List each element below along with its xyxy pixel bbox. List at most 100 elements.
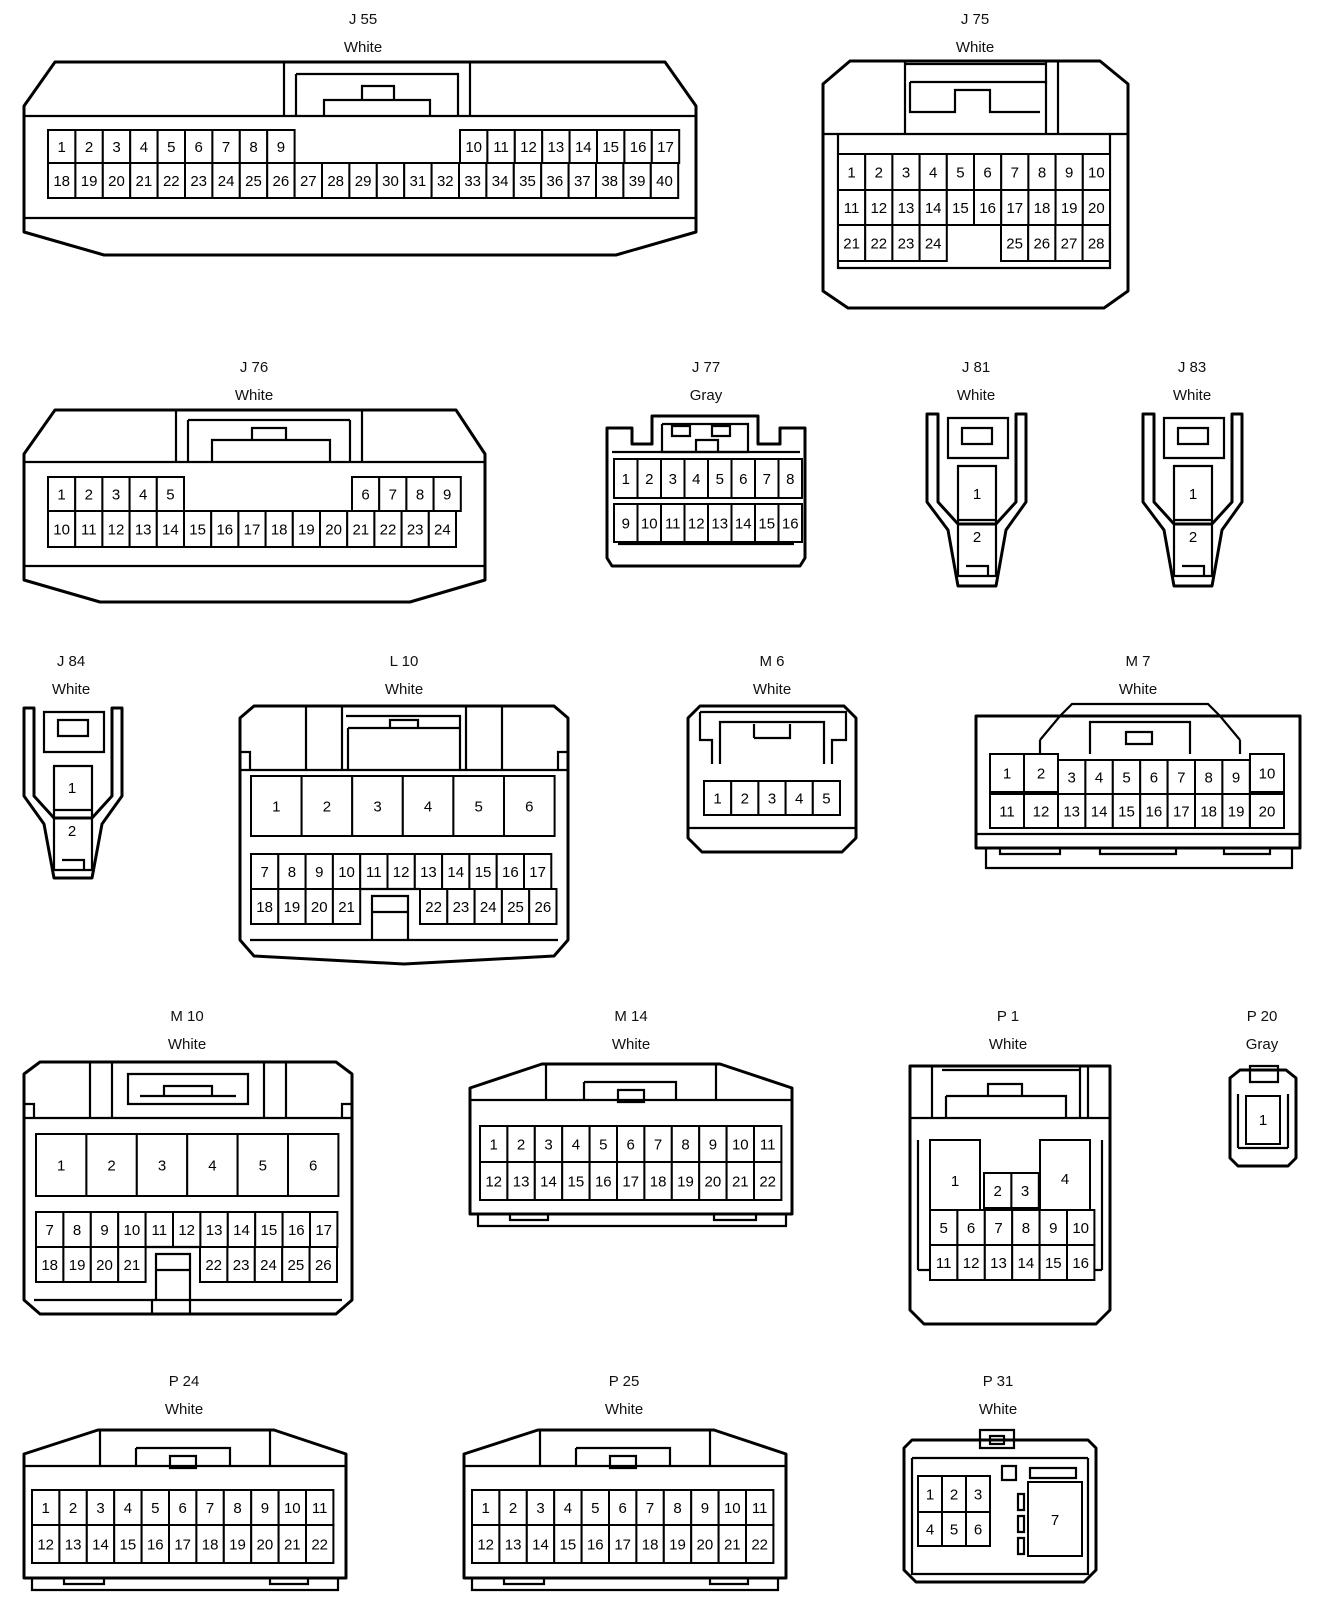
pin-cell bbox=[74, 510, 104, 548]
pin-number: 5 bbox=[166, 487, 174, 504]
pin-cell bbox=[777, 458, 803, 499]
pin-cell bbox=[403, 162, 433, 199]
connector-color: White bbox=[1173, 387, 1211, 404]
svg-text:1: 1 bbox=[68, 780, 76, 797]
pin-number: 23 bbox=[190, 173, 207, 190]
pin-cell bbox=[917, 1511, 943, 1547]
connector-code: J 84 bbox=[57, 653, 85, 670]
pin-cell bbox=[753, 1125, 783, 1163]
pin-cell bbox=[1023, 793, 1059, 829]
pin-number: 8 bbox=[73, 1222, 81, 1239]
pin-cell bbox=[287, 1133, 340, 1197]
pin-number: 6 bbox=[195, 139, 203, 156]
pin-number: 17 bbox=[1173, 804, 1190, 821]
pin-number: 10 bbox=[1088, 165, 1105, 182]
pin-cell bbox=[540, 162, 570, 199]
pin-number: 4 bbox=[795, 791, 803, 808]
pin-number: 11 bbox=[665, 516, 681, 533]
pin-number: 24 bbox=[480, 899, 497, 916]
pin-number: 10 bbox=[465, 139, 482, 156]
pin-cell bbox=[304, 888, 334, 925]
pin-number: 26 bbox=[273, 173, 290, 190]
pin-number: 13 bbox=[711, 516, 728, 533]
pin-cell bbox=[864, 224, 894, 262]
pin-number: 10 bbox=[732, 1137, 749, 1154]
pin-cell bbox=[117, 1246, 147, 1283]
pin-number: 5 bbox=[591, 1500, 599, 1517]
pin-number: 14 bbox=[447, 864, 464, 881]
connector-color: White bbox=[1119, 681, 1157, 698]
pin-number: 16 bbox=[147, 1537, 164, 1554]
pin-number: 18 bbox=[1200, 804, 1217, 821]
pin-number: 11 bbox=[493, 139, 509, 156]
pin-cell bbox=[441, 853, 471, 890]
pin-cell bbox=[238, 129, 269, 164]
pin-cell bbox=[595, 162, 625, 199]
pin-number: 3 bbox=[974, 1487, 982, 1504]
pin-number: 5 bbox=[1122, 770, 1130, 787]
connector-code: M 7 bbox=[1125, 653, 1150, 670]
pin-number: 11 bbox=[152, 1222, 168, 1239]
pin-number: 32 bbox=[437, 173, 454, 190]
pin-number: 12 bbox=[485, 1174, 502, 1191]
pin-number: 6 bbox=[967, 1220, 975, 1237]
pin-number: 16 bbox=[1072, 1255, 1089, 1272]
pin-number: 13 bbox=[65, 1537, 82, 1554]
pin-cell bbox=[459, 129, 489, 164]
pin-number: 18 bbox=[202, 1537, 219, 1554]
pin-cell bbox=[1066, 1244, 1096, 1281]
pin-number: 12 bbox=[963, 1255, 980, 1272]
pin-number: 8 bbox=[416, 487, 424, 504]
pin-cell bbox=[473, 888, 503, 925]
pin-number: 24 bbox=[260, 1257, 277, 1274]
connector-J84: J 84 White 1 2 bbox=[22, 653, 124, 880]
pin-cell bbox=[670, 1125, 701, 1163]
connector-J81: J 81 White 1 2 bbox=[925, 359, 1028, 588]
pin-number: 19 bbox=[81, 173, 98, 190]
pin-number: 5 bbox=[940, 1220, 948, 1237]
connector-color: White bbox=[52, 681, 90, 698]
pin-number: 8 bbox=[249, 139, 257, 156]
pin-number: 20 bbox=[1259, 804, 1276, 821]
pin-cell bbox=[1054, 224, 1084, 262]
pin-cell bbox=[128, 510, 158, 548]
pin-number: 22 bbox=[311, 1537, 328, 1554]
pin-number: 3 bbox=[112, 487, 120, 504]
pin-cell bbox=[199, 1246, 229, 1283]
pin-cell bbox=[503, 775, 556, 837]
pin-number: 1 bbox=[57, 1158, 65, 1175]
pin-cell bbox=[101, 162, 132, 199]
pin-number: 12 bbox=[108, 522, 125, 539]
pin-cell bbox=[811, 780, 841, 816]
pin-number: 17 bbox=[174, 1537, 191, 1554]
pin-cell bbox=[222, 1524, 253, 1564]
connector-J83: J 83 White 1 2 bbox=[1141, 359, 1244, 588]
pin-number: 37 bbox=[574, 173, 591, 190]
pin-number: 40 bbox=[656, 173, 673, 190]
pin-cell bbox=[649, 162, 680, 199]
pin-number: 9 bbox=[701, 1500, 709, 1517]
pin-number: 14 bbox=[735, 516, 752, 533]
pin-cell bbox=[561, 1161, 591, 1201]
pin-number: 11 bbox=[999, 804, 1015, 821]
pin-number: 22 bbox=[751, 1537, 768, 1554]
pin-number: 10 bbox=[724, 1500, 741, 1517]
pin-cell bbox=[155, 510, 186, 548]
pin-number: 16 bbox=[979, 200, 996, 217]
pin-cell bbox=[989, 793, 1025, 829]
pin-number: 24 bbox=[218, 173, 235, 190]
pin-cell bbox=[1066, 1209, 1096, 1246]
pin-cell bbox=[753, 1161, 783, 1201]
pin-cell bbox=[1084, 793, 1114, 829]
pin-number: 3 bbox=[158, 1158, 166, 1175]
pin-cell bbox=[47, 476, 77, 512]
pin-number: 19 bbox=[669, 1537, 686, 1554]
pin-number: 34 bbox=[492, 173, 509, 190]
pin-cell bbox=[717, 1489, 747, 1526]
pin-number: 21 bbox=[124, 1257, 141, 1274]
pin-number: 19 bbox=[1061, 200, 1078, 217]
pin-number: 8 bbox=[1038, 165, 1046, 182]
